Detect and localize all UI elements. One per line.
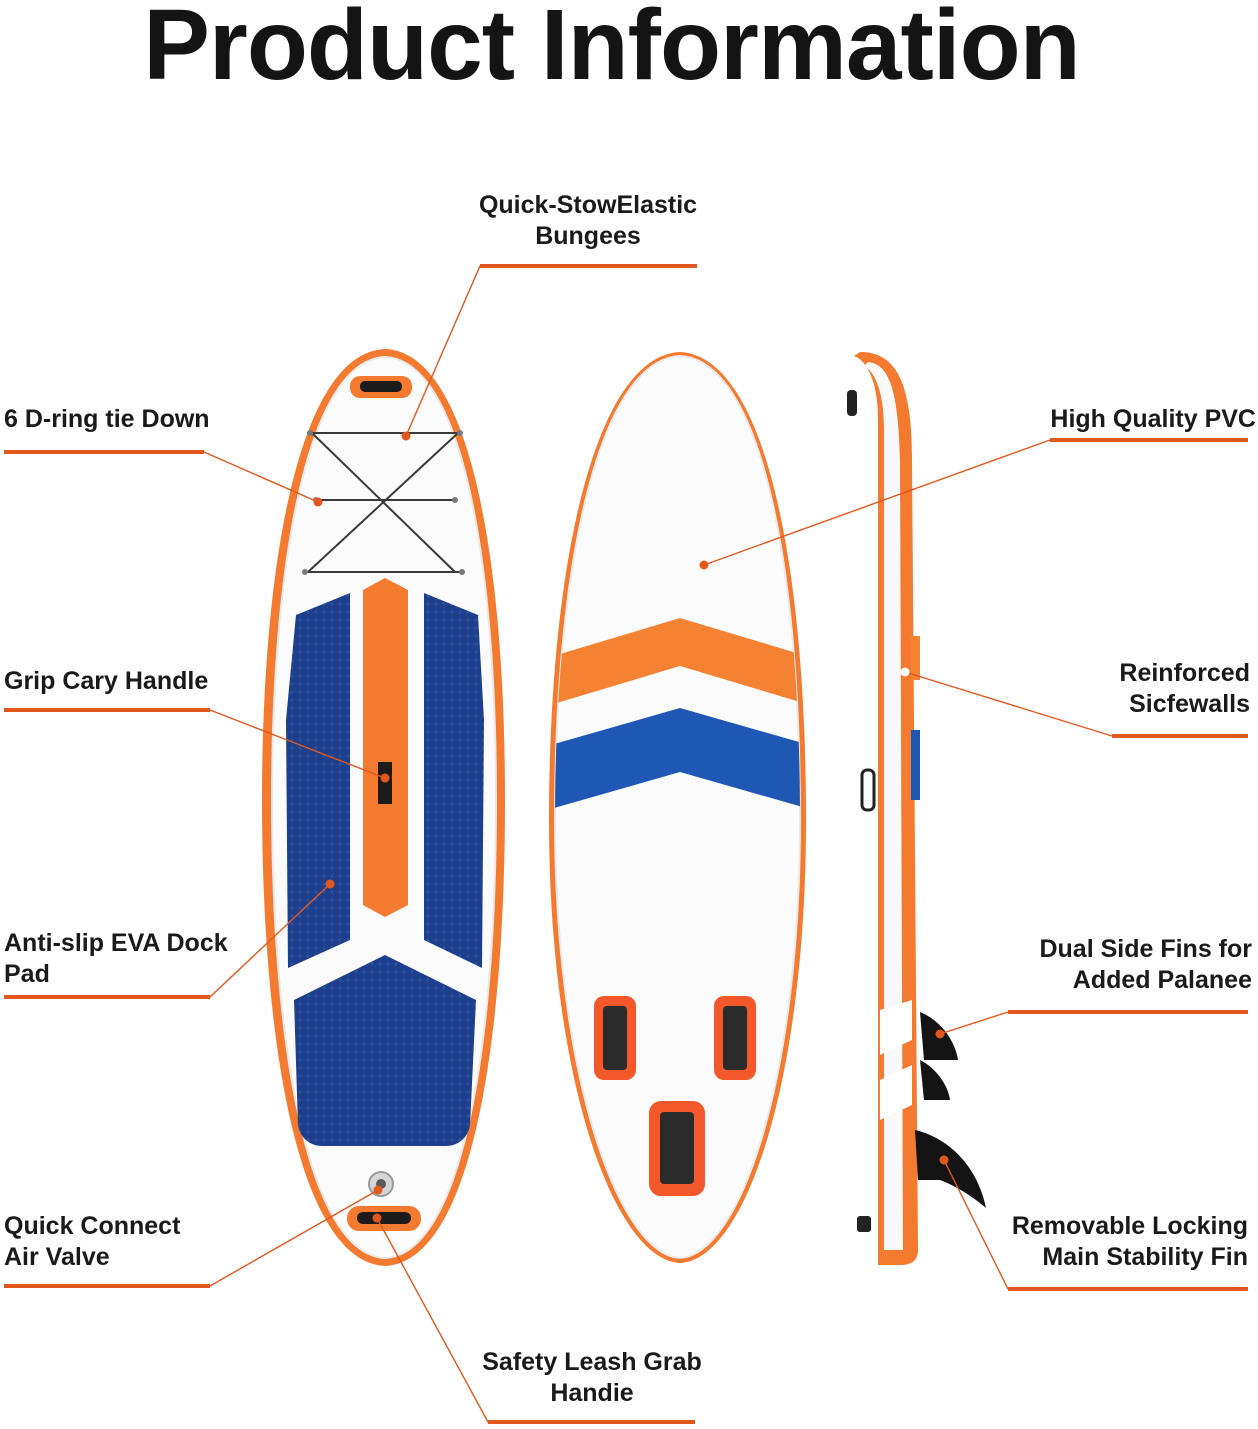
callout-pvc-line1: High Quality PVC [1050, 405, 1256, 433]
callout-dring-line1: 6 D-ring tie Down [4, 405, 210, 433]
orange-chevron-stripe [555, 618, 800, 708]
callout-bungees-line2: Bungees [535, 222, 641, 250]
callout-valve: Quick Connect Air Valve [4, 1211, 224, 1273]
bungee-cords [305, 432, 462, 573]
page-title: Product Information [143, 0, 1081, 101]
callout-dring: 6 D-ring tie Down [4, 404, 244, 435]
callout-mainfin-line1: Removable Locking [1011, 1212, 1248, 1240]
callout-sidefins: Dual Side Fins for Added Palanee [1012, 934, 1252, 996]
handle-icon [350, 376, 412, 398]
callout-sidefins-line2: Added Palanee [1072, 966, 1252, 994]
callout-dots [313, 431, 949, 1223]
blue-chevron-stripe [555, 708, 800, 812]
fin-box-icon [594, 996, 756, 1196]
board-bottom-view [549, 352, 806, 1263]
callout-sidewalls-line1: Reinforced [1119, 659, 1250, 687]
leash-handle-icon [347, 1206, 421, 1231]
callout-pvc: High Quality PVC [1000, 404, 1256, 435]
eva-deck-pad [286, 578, 484, 1146]
callout-mainfin-line2: Main Stability Fin [1042, 1243, 1248, 1271]
board-deck-view [262, 349, 505, 1266]
board-side-view [847, 352, 986, 1265]
fin-icon [915, 1012, 986, 1208]
callout-valve-line1: Quick Connect [4, 1212, 181, 1240]
callout-bungees: Quick-StowElastic Bungees [470, 190, 706, 252]
callout-lines [4, 264, 1248, 1424]
callout-pad-line1: Anti-slip EVA Dock [4, 929, 228, 957]
callout-leash-line2: Handie [550, 1379, 634, 1407]
callout-sidefins-line1: Dual Side Fins for [1039, 935, 1252, 963]
callout-handle: Grip Cary Handle [4, 666, 244, 697]
callout-sidewalls: Reinforced Sicfewalls [1060, 658, 1250, 720]
callout-mainfin: Removable Locking Main Stability Fin [980, 1211, 1248, 1273]
callout-valve-line2: Air Valve [4, 1243, 110, 1271]
callout-handle-line1: Grip Cary Handle [4, 667, 209, 695]
callout-sidewalls-line2: Sicfewalls [1129, 690, 1250, 718]
callout-leash-line1: Safety Leash Grab [482, 1348, 702, 1376]
callout-bungees-line1: Quick-StowElastic [478, 191, 698, 219]
callout-pad: Anti-slip EVA Dock Pad [4, 928, 254, 990]
callout-pad-line2: Pad [4, 960, 50, 988]
callout-leash: Safety Leash Grab Handie [470, 1347, 714, 1409]
